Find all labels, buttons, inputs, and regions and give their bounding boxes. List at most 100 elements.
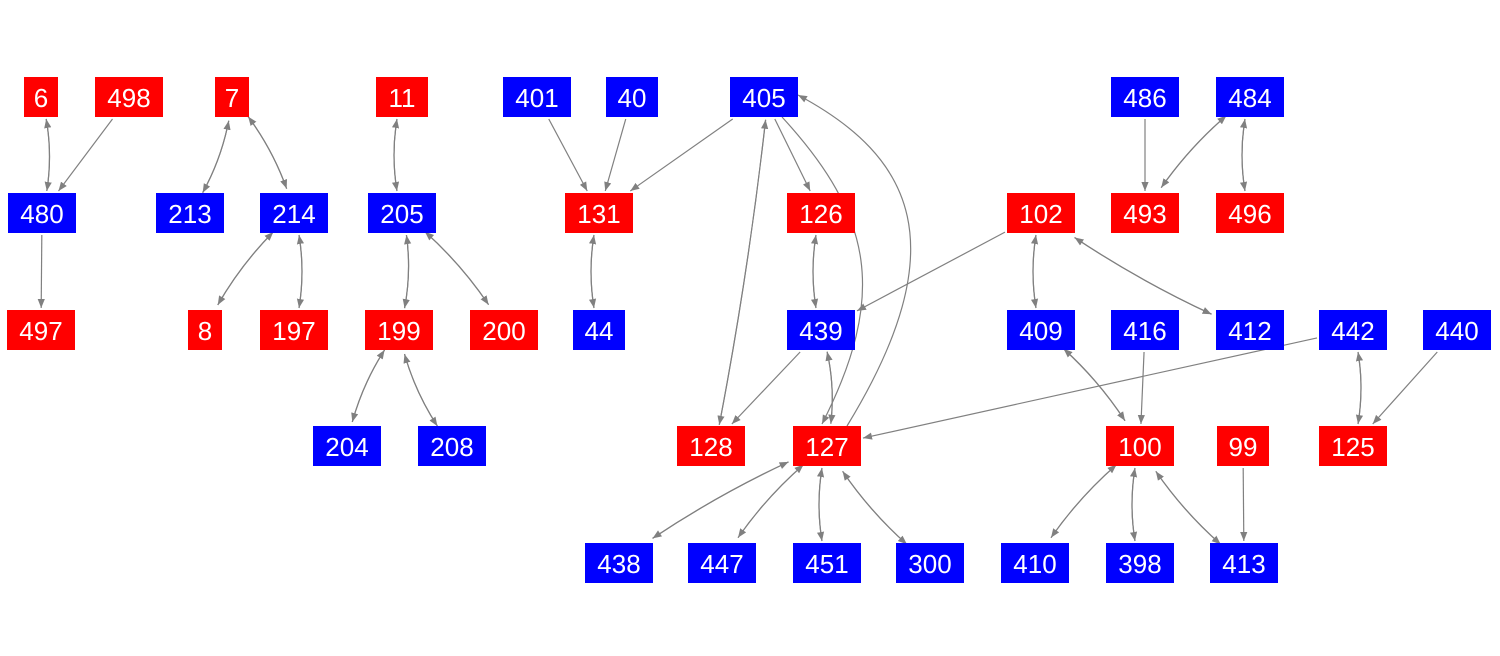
node-126[interactable]: 126 [787,193,855,233]
node-99[interactable]: 99 [1217,426,1269,466]
node-8[interactable]: 8 [188,310,222,350]
node-box [1007,310,1075,350]
node-439[interactable]: 439 [787,310,855,350]
node-label: 204 [325,432,368,462]
edge-7-to-213 [202,120,230,193]
node-label: 197 [272,316,315,346]
node-label: 480 [20,199,63,229]
node-label: 300 [908,549,951,579]
node-440[interactable]: 440 [1423,310,1491,350]
edge-493-to-484 [1160,115,1227,188]
node-208[interactable]: 208 [418,426,486,466]
edge-480-to-497 [37,234,45,309]
node-199[interactable]: 199 [365,310,433,350]
node-box [688,543,756,583]
node-label: 484 [1228,83,1271,113]
edge-484-to-493 [1160,115,1227,188]
edge-405-to-127 [781,116,864,425]
node-496[interactable]: 496 [1216,193,1284,233]
node-497[interactable]: 497 [7,310,75,350]
node-213[interactable]: 213 [156,193,224,233]
edge-102-to-439 [856,231,1006,312]
node-box [1319,426,1387,466]
node-398[interactable]: 398 [1106,543,1174,583]
node-label: 498 [107,83,150,113]
node-131[interactable]: 131 [565,193,633,233]
node-label: 213 [168,199,211,229]
edge-128-to-405 [718,119,769,425]
node-197[interactable]: 197 [260,310,328,350]
node-300[interactable]: 300 [896,543,964,583]
node-44[interactable]: 44 [573,310,625,350]
edge-199-to-205 [403,235,412,309]
node-11[interactable]: 11 [376,77,428,117]
node-127[interactable]: 127 [793,426,861,466]
edge-447-to-127 [737,464,804,539]
edge-451-to-127 [816,467,825,542]
node-label: 127 [805,432,848,462]
node-label: 497 [19,316,62,346]
node-442[interactable]: 442 [1319,310,1387,350]
node-box [1106,426,1174,466]
node-409[interactable]: 409 [1007,310,1075,350]
edge-200-to-205 [424,231,490,306]
edge-204-to-199 [351,349,386,423]
node-label: 451 [805,549,848,579]
node-498[interactable]: 498 [95,77,163,117]
node-box [1111,310,1179,350]
node-box [95,77,163,117]
node-413[interactable]: 413 [1210,543,1278,583]
node-label: 199 [377,316,420,346]
node-405[interactable]: 405 [730,77,798,117]
node-484[interactable]: 484 [1216,77,1284,117]
node-204[interactable]: 204 [313,426,381,466]
node-100[interactable]: 100 [1106,426,1174,466]
node-box [1210,543,1278,583]
node-label: 486 [1123,83,1166,113]
edge-199-to-204 [351,349,386,423]
node-125[interactable]: 125 [1319,426,1387,466]
node-box [1319,310,1387,350]
node-box [565,193,633,233]
node-412[interactable]: 412 [1216,310,1284,350]
edge-439-to-128 [731,351,801,425]
node-box [418,426,486,466]
node-451[interactable]: 451 [793,543,861,583]
edge-99-to-413 [1240,467,1248,542]
node-box [793,426,861,466]
node-447[interactable]: 447 [688,543,756,583]
edge-127-to-300 [842,470,908,545]
edge-197-to-214 [296,234,305,309]
node-128[interactable]: 128 [677,426,745,466]
node-box [730,77,798,117]
node-box [896,543,964,583]
node-438[interactable]: 438 [585,543,653,583]
node-label: 413 [1222,549,1265,579]
edge-401-to-131 [548,118,588,192]
node-205[interactable]: 205 [368,193,436,233]
node-40[interactable]: 40 [606,77,658,117]
node-200[interactable]: 200 [470,310,538,350]
node-box [1106,543,1174,583]
node-493[interactable]: 493 [1111,193,1179,233]
node-102[interactable]: 102 [1007,193,1075,233]
node-7[interactable]: 7 [215,77,249,117]
node-6[interactable]: 6 [24,77,58,117]
edge-8-to-214 [217,231,274,306]
edge-410-to-100 [1050,464,1117,539]
node-box [1423,310,1491,350]
edge-405-to-128 [717,119,767,425]
edge-214-to-8 [217,231,274,306]
node-401[interactable]: 401 [503,77,571,117]
node-480[interactable]: 480 [8,193,76,233]
node-410[interactable]: 410 [1001,543,1069,583]
node-416[interactable]: 416 [1111,310,1179,350]
node-label: 214 [272,199,315,229]
node-box [260,310,328,350]
node-label: 125 [1331,432,1374,462]
node-486[interactable]: 486 [1111,77,1179,117]
node-box [585,543,653,583]
edge-439-to-126 [810,234,819,309]
node-214[interactable]: 214 [260,193,328,233]
node-label: 11 [389,83,416,113]
